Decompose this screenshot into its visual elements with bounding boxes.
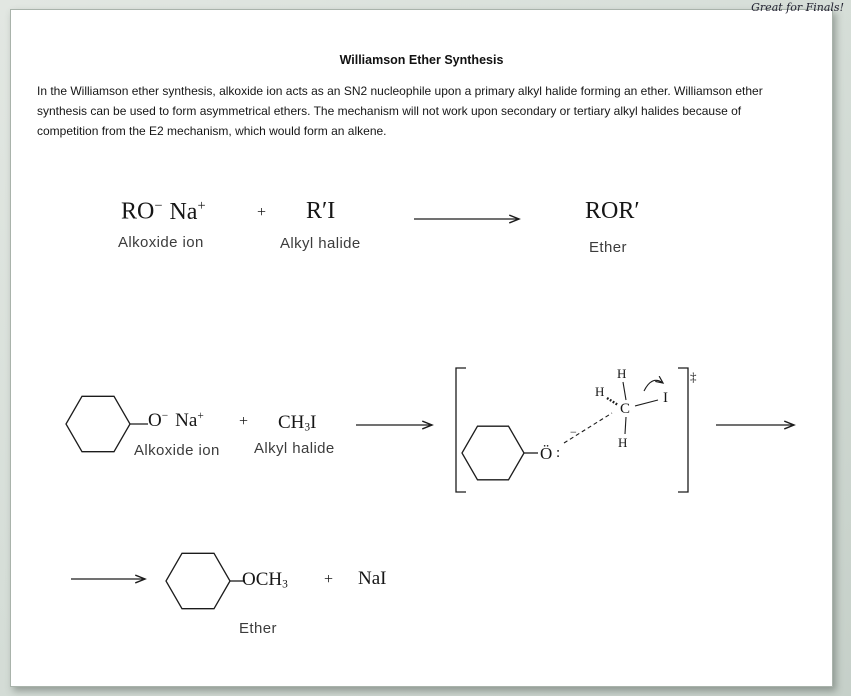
lone-pair-dots: : — [556, 445, 560, 461]
plus-charge: + — [197, 410, 204, 423]
corner-note: Great for Finals! — [751, 1, 844, 14]
minus-charge: − — [154, 198, 163, 214]
oxygen-atom: Ö — [540, 444, 552, 463]
cyclohexane-structure — [65, 395, 148, 453]
sodium-cation: Na — [169, 198, 198, 225]
cyclohexane-ring — [65, 395, 131, 453]
label-alkoxide-ion: Alkoxide ion — [134, 442, 220, 459]
reaction-arrow — [71, 568, 165, 590]
document-page: Williamson Ether Synthesis In the Willia… — [10, 9, 833, 687]
iodine-atom: I — [663, 390, 668, 406]
label-ether: Ether — [589, 239, 627, 256]
alkoxide-base: RO — [121, 198, 155, 225]
double-dagger-symbol: ‡ — [690, 369, 697, 384]
intro-paragraph: In the Williamson ether synthesis, alkox… — [37, 84, 763, 138]
label-alkyl-halide: Alkyl halide — [254, 440, 335, 457]
methoxy-base: OCH — [242, 569, 283, 590]
label-ether: Ether — [239, 620, 277, 637]
minus-charge: − — [161, 410, 169, 423]
formula-sodium-iodide: NaI — [358, 568, 387, 589]
hydrogen-bottom: H — [618, 435, 627, 450]
formula-methoxy-group: OCH3 — [242, 569, 288, 591]
reaction-arrow — [414, 208, 531, 230]
c-i-breaking-bond — [634, 399, 659, 407]
cyclohexane-ring — [461, 425, 525, 481]
left-bracket — [455, 367, 466, 493]
plus-charge: + — [197, 198, 206, 214]
transition-state-diagram: ‡ Ö : − C H H H I — [455, 366, 697, 493]
reaction-arrow — [716, 414, 806, 436]
hydrogen-left: H — [595, 384, 604, 399]
iodine-atom: I — [310, 412, 317, 433]
curved-electron-arrow — [643, 375, 665, 392]
c-h-bond — [624, 416, 627, 435]
formula-methyl-iodide: CH3I — [278, 412, 316, 434]
methyl-group: CH — [278, 412, 305, 433]
carbon-atom: C — [620, 401, 630, 417]
label-alkyl-halide: Alkyl halide — [280, 235, 361, 252]
page-title: Williamson Ether Synthesis — [339, 53, 504, 67]
right-bracket — [678, 367, 689, 493]
reaction-arrow — [356, 414, 450, 436]
formula-alkyl-halide-general: R′I — [306, 198, 336, 224]
cyclohexane-structure — [165, 552, 245, 610]
formula-ether-general: ROR′ — [585, 198, 640, 224]
plus-sign: + — [257, 204, 267, 221]
cyclohexane-ring — [165, 552, 231, 610]
formula-alkoxide-general: RO−Na+ — [121, 198, 206, 226]
oxygen-atom: O — [148, 410, 162, 431]
hydrogen-top: H — [617, 366, 626, 381]
c-h-bond — [622, 381, 627, 401]
plus-sign: + — [239, 413, 249, 430]
subscript-three: 3 — [282, 578, 288, 591]
sodium-cation: Na — [175, 410, 198, 431]
plus-sign: + — [324, 571, 334, 588]
minus-charge: − — [570, 425, 577, 439]
subscript-three: 3 — [304, 421, 311, 434]
formula-alkoxide-mechanism: O−Na+ — [148, 410, 204, 432]
label-alkoxide-ion: Alkoxide ion — [118, 234, 204, 251]
c-h-hash-bond — [606, 396, 619, 407]
forming-bond-dashed — [563, 412, 613, 444]
